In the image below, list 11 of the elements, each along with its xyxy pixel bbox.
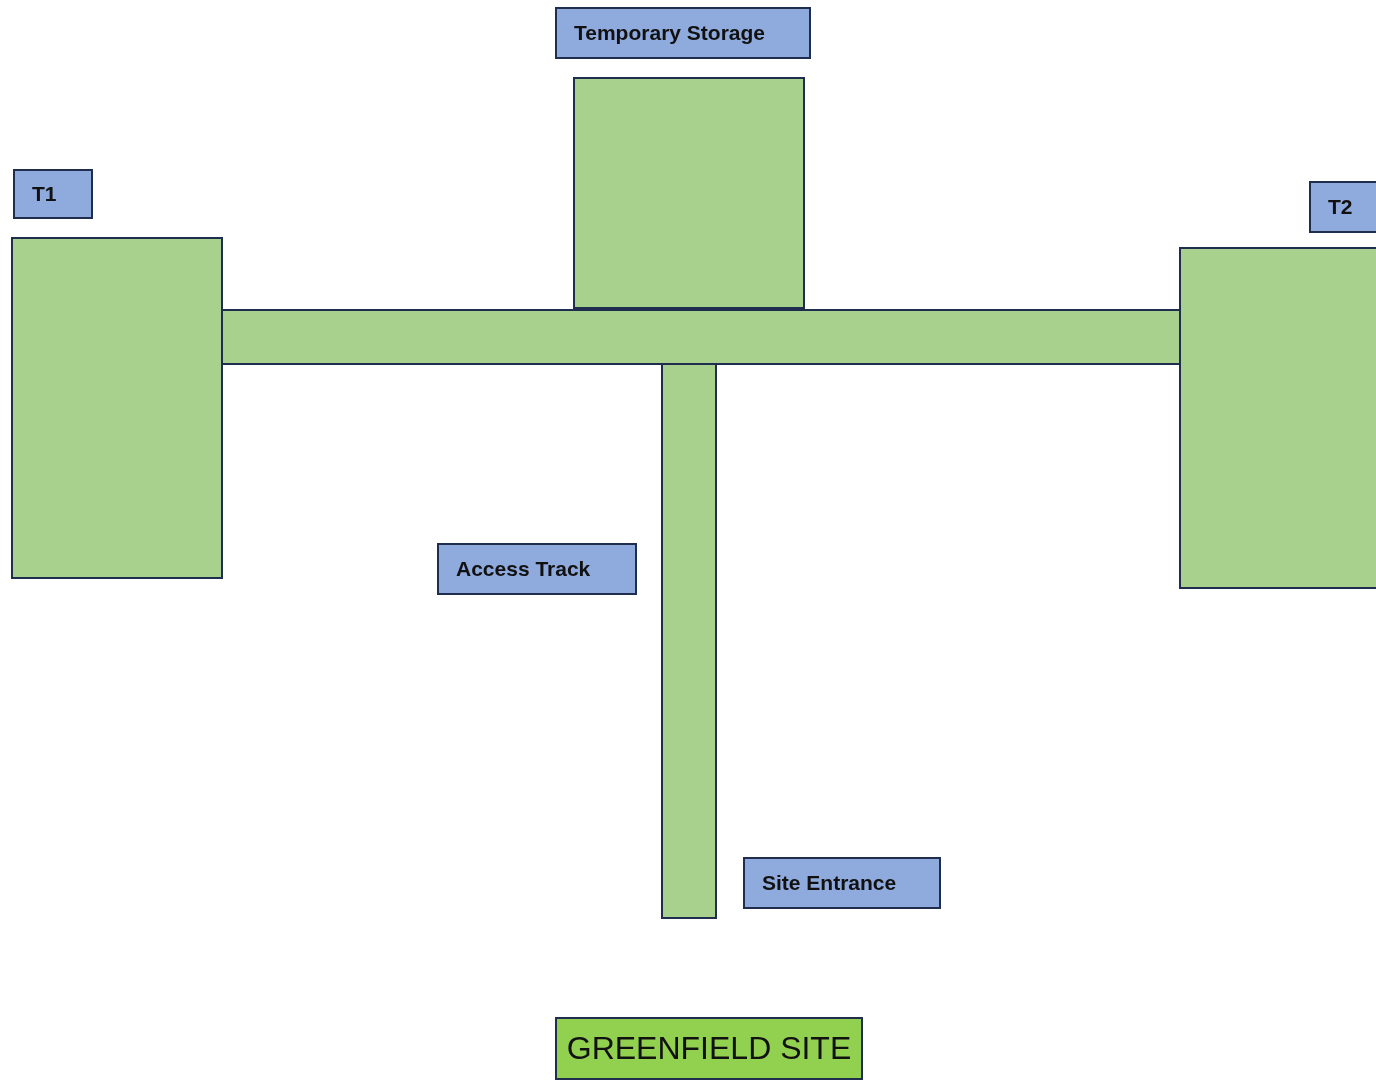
site-title-label: GREENFIELD SITE — [555, 1017, 863, 1080]
label-box: Site Entrance — [743, 857, 941, 909]
label-box: Access Track — [437, 543, 637, 595]
site-area — [1179, 247, 1376, 589]
site-area — [573, 77, 805, 309]
access-road — [221, 309, 1181, 365]
label-box: T1 — [13, 169, 93, 219]
label-box: Temporary Storage — [555, 7, 811, 59]
access-road — [661, 363, 717, 919]
site-area — [11, 237, 223, 579]
label-box: T2 — [1309, 181, 1376, 233]
